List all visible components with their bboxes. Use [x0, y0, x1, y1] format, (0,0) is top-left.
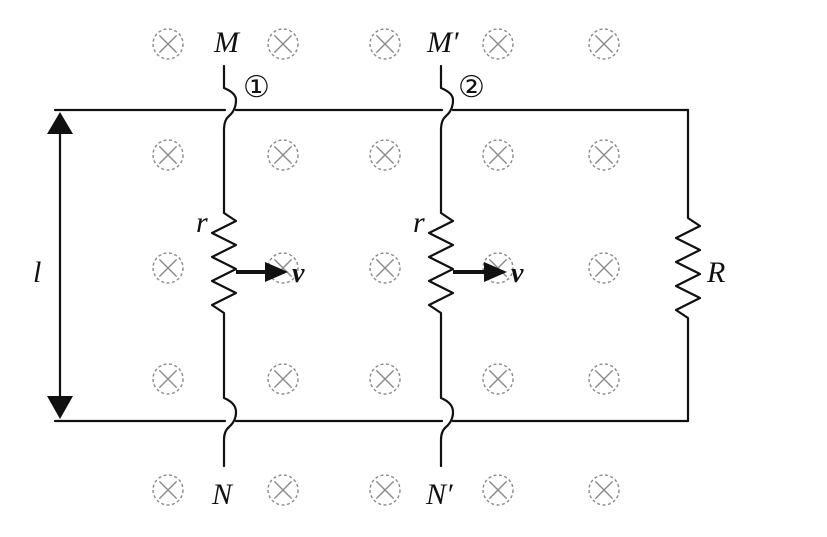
label-rod-1-number: ① [243, 71, 270, 104]
label-R: R [706, 256, 725, 289]
label-v1: v [292, 258, 305, 289]
field-into-page-icon [152, 139, 184, 171]
field-into-page-icon [267, 28, 299, 60]
field-into-page-icon [369, 28, 401, 60]
field-into-page-icon [152, 363, 184, 395]
field-into-page-icon [369, 252, 401, 284]
field-into-page-icon [267, 139, 299, 171]
field-into-page-icon [588, 252, 620, 284]
rod-1-wire [210, 64, 238, 468]
label-r2: r [413, 206, 425, 239]
field-into-page-icon [482, 28, 514, 60]
label-v2: v [511, 258, 524, 289]
field-into-page-icon [588, 363, 620, 395]
field-into-page-icon [482, 139, 514, 171]
field-into-page-icon [482, 474, 514, 506]
rails [53, 108, 702, 423]
magnetic-field [152, 28, 620, 506]
field-into-page-icon [588, 139, 620, 171]
rod-1 [210, 64, 288, 468]
label-N: N [211, 478, 234, 511]
dimension-arrow-down [47, 396, 73, 419]
velocity-arrow-1-head [265, 262, 288, 282]
rod-2-wire [427, 64, 455, 468]
label-N-prime: N′ [425, 478, 453, 511]
field-into-page-icon [369, 474, 401, 506]
field-into-page-icon [152, 28, 184, 60]
field-into-page-icon [152, 252, 184, 284]
dimension-arrow-up [47, 112, 73, 134]
field-into-page-icon [369, 363, 401, 395]
velocity-arrow-2-head [484, 262, 507, 282]
field-into-page-icon [267, 363, 299, 395]
field-into-page-icon [267, 474, 299, 506]
label-l: l [33, 256, 41, 289]
field-into-page-icon [588, 28, 620, 60]
label-M-prime: M′ [426, 26, 459, 59]
field-into-page-icon [588, 474, 620, 506]
field-into-page-icon [482, 363, 514, 395]
field-into-page-icon [369, 139, 401, 171]
label-rod-2-number: ② [458, 71, 485, 104]
label-M: M [213, 26, 241, 59]
resistor-R [674, 108, 702, 423]
spacing-dimension [47, 112, 73, 419]
rod-2 [427, 64, 507, 468]
label-r1: r [196, 206, 208, 239]
field-into-page-icon [152, 474, 184, 506]
